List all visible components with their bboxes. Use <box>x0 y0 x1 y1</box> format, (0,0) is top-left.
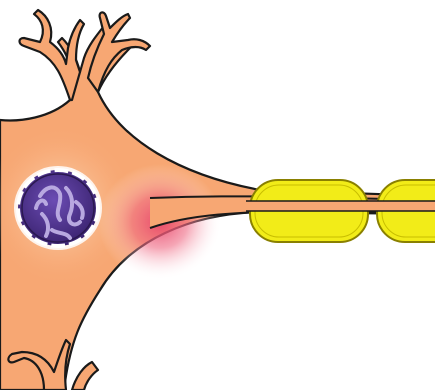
dendrite-upper <box>20 10 85 100</box>
dendrite-upper-right <box>88 12 150 92</box>
dendrite-lower-right <box>72 362 98 390</box>
axon-core <box>246 201 435 211</box>
